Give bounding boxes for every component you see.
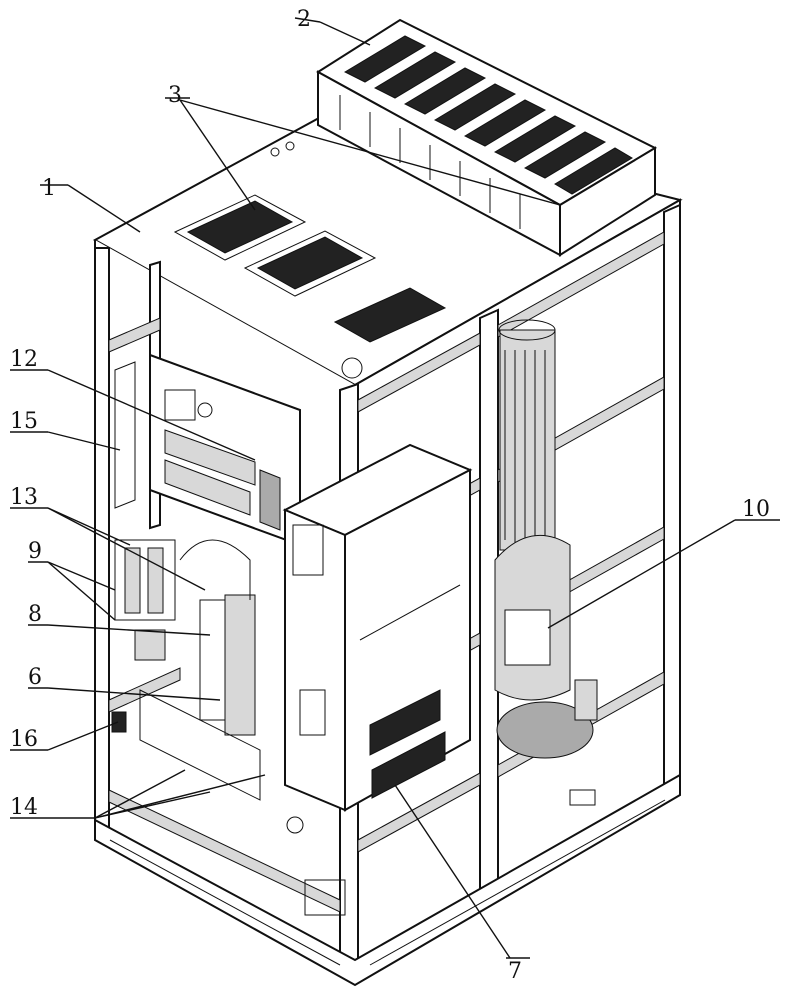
label-7: 7 (508, 959, 522, 984)
label-14: 14 (10, 795, 38, 820)
inverter-module (282, 443, 473, 812)
control-panel (114, 353, 301, 547)
label-9: 9 (28, 539, 42, 564)
part-labels: 1 2 3 12 15 13 9 8 6 16 14 10 7 (10, 7, 770, 984)
label-13: 13 (10, 485, 38, 510)
label-16: 16 (10, 727, 38, 752)
label-3: 3 (168, 83, 182, 108)
leader-lines (10, 17, 780, 959)
motor (494, 319, 598, 759)
label-6: 6 (28, 665, 42, 690)
label-2: 2 (297, 7, 311, 32)
label-12: 12 (10, 347, 38, 372)
label-15: 15 (10, 409, 38, 434)
label-8: 8 (28, 602, 42, 627)
top-vents (173, 141, 447, 379)
lower-components (111, 539, 596, 916)
label-10: 10 (742, 497, 770, 522)
label-1: 1 (42, 176, 56, 201)
left-face-rails (108, 317, 341, 913)
fan-housing (316, 18, 658, 257)
